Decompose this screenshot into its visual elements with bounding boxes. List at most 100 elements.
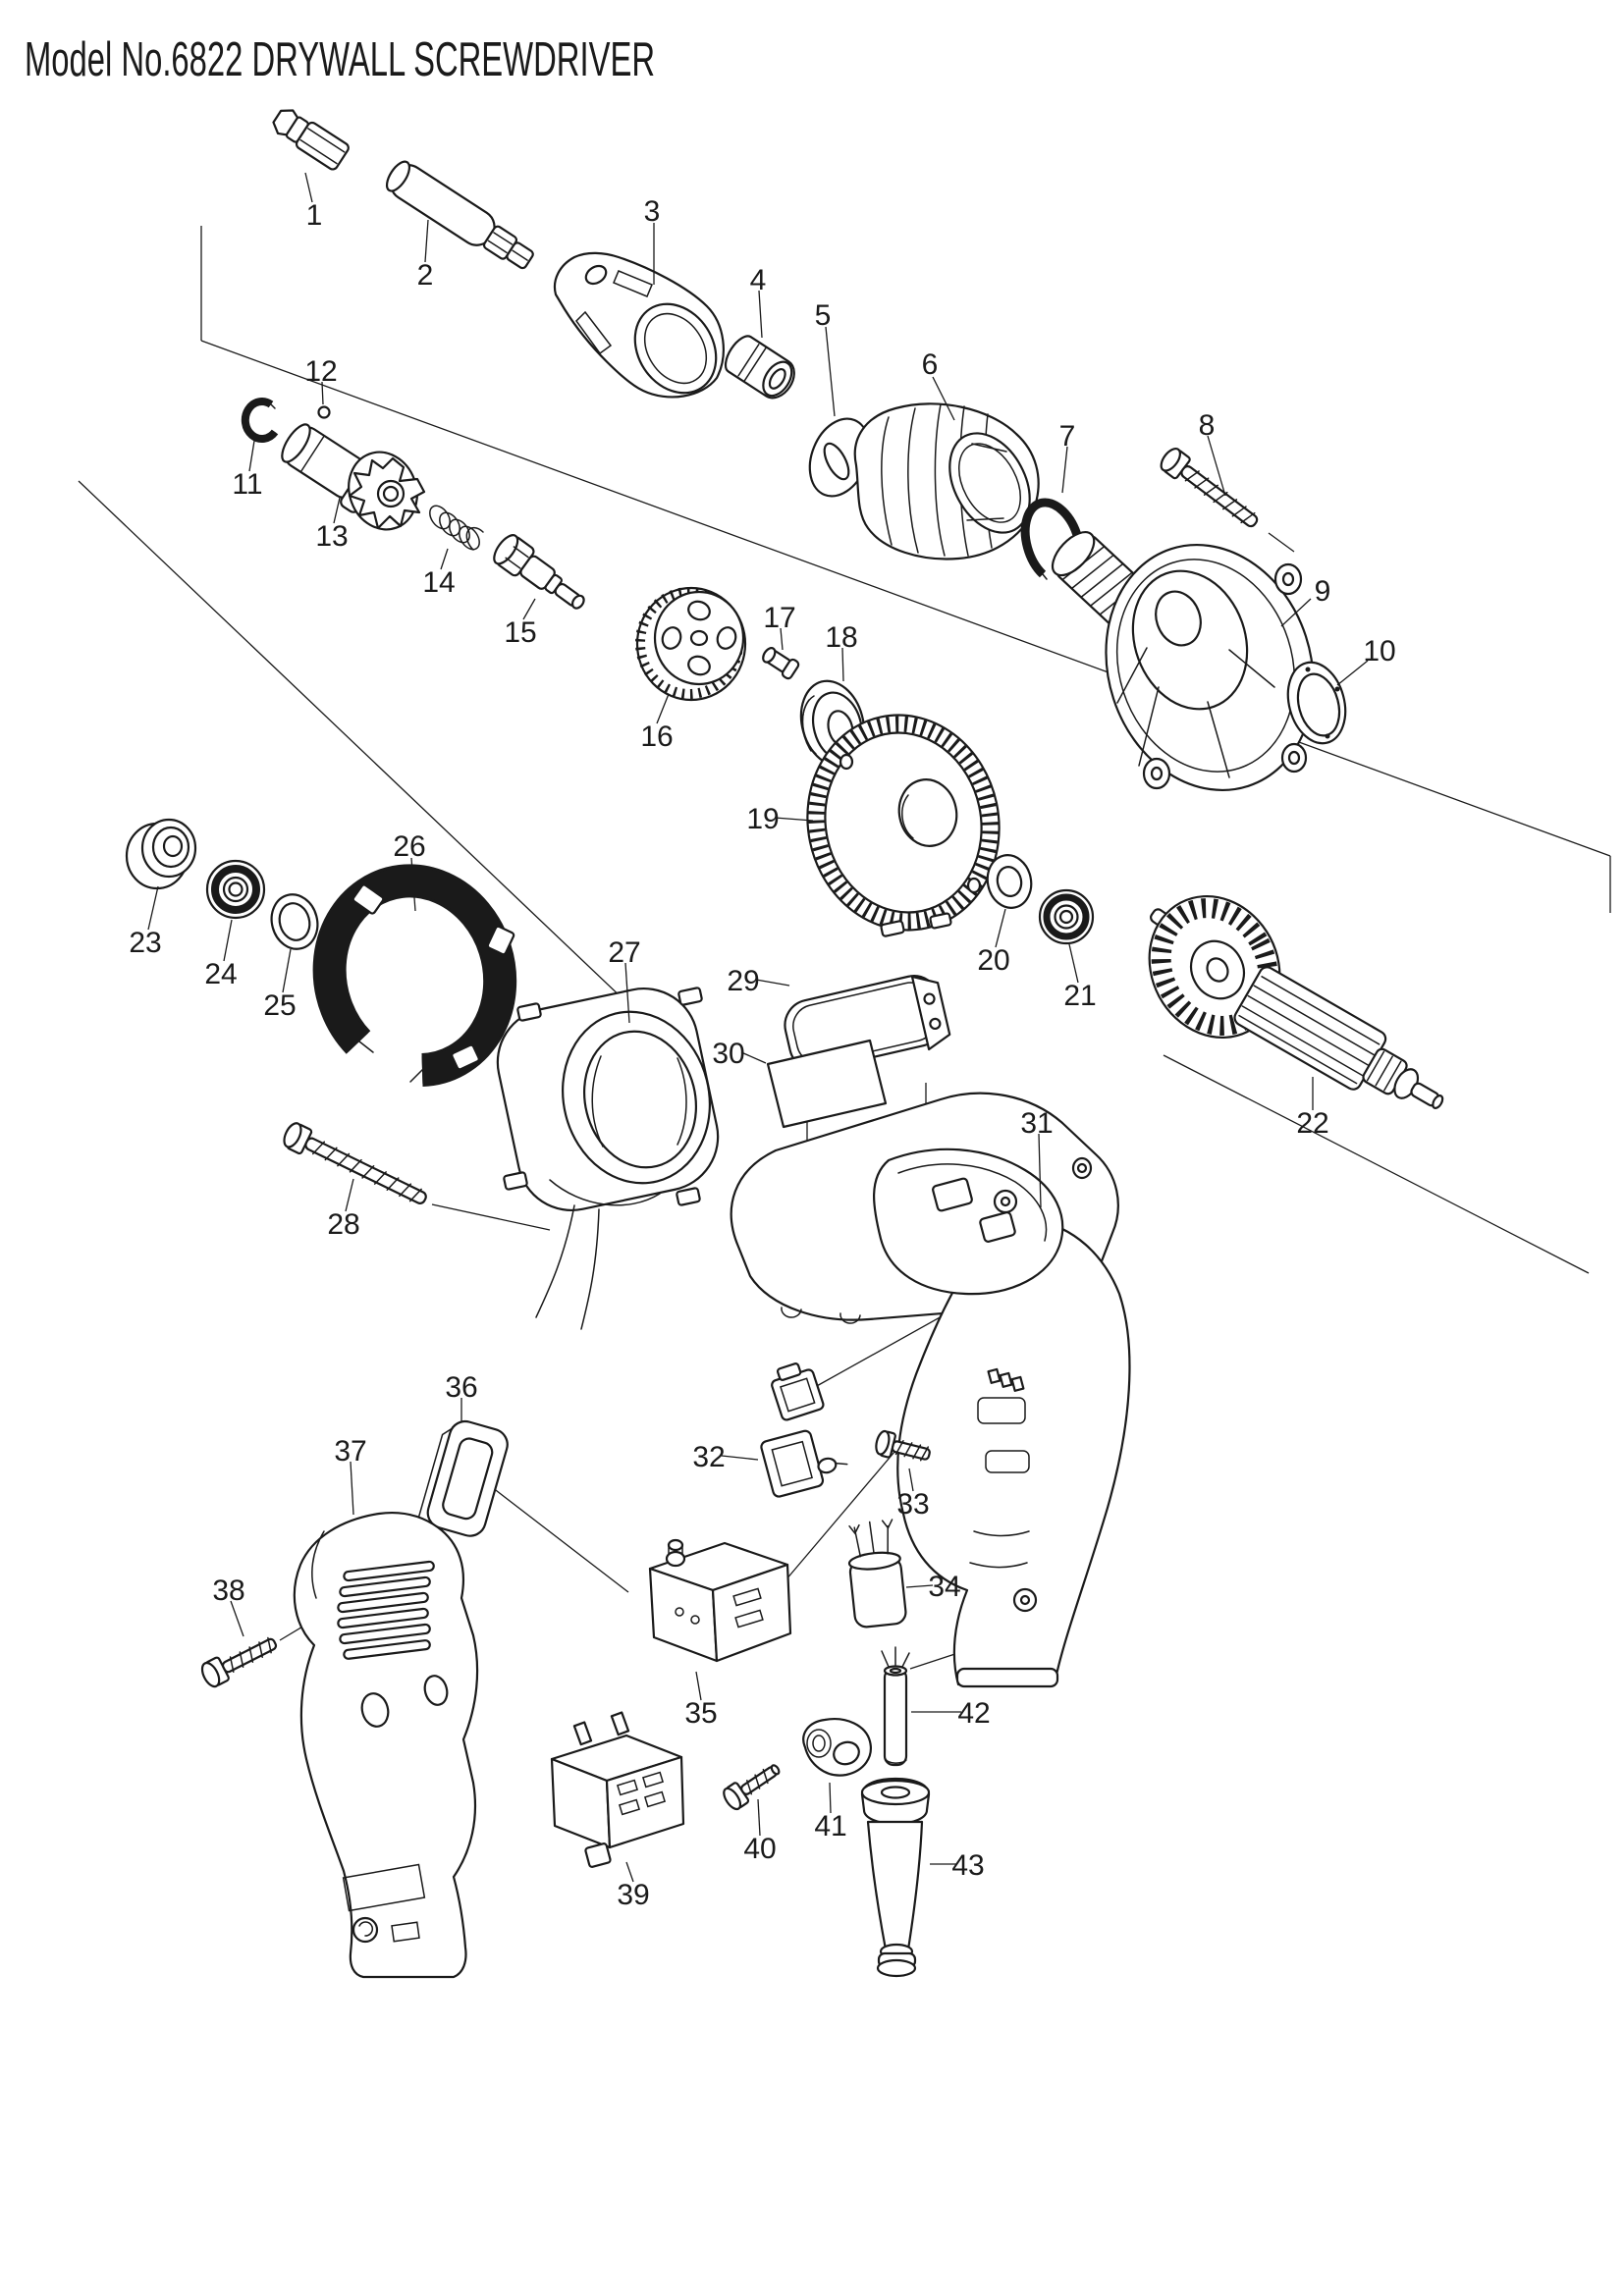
part-27-field-stator — [496, 987, 720, 1330]
part-label-37-handle-cover: 37 — [334, 1435, 366, 1468]
part-label-31-motor-housing: 31 — [1020, 1107, 1053, 1140]
leader-line-14 — [440, 548, 449, 570]
part-label-30-name-plate: 30 — [712, 1038, 744, 1070]
part-label-4-adjusting-sleeve: 4 — [750, 264, 767, 296]
leader-line-29 — [755, 979, 790, 987]
part-24-ball-bearing — [205, 859, 266, 920]
part-28-long-screw — [283, 1122, 427, 1204]
part-42-cord-sleeve — [881, 1646, 910, 1767]
leader-line-37 — [350, 1461, 354, 1516]
leader-line-28 — [345, 1178, 354, 1212]
leader-line-23 — [147, 885, 159, 931]
part-38-screw — [200, 1636, 278, 1688]
part-17-pin — [762, 647, 800, 680]
part-label-14-compression-spring: 14 — [422, 566, 455, 599]
part-39-terminal-block — [550, 1711, 685, 1868]
leader-line-2 — [424, 219, 429, 263]
leader-line-24 — [223, 919, 233, 962]
leader-line-11 — [248, 440, 255, 472]
leader-line-16 — [656, 693, 670, 724]
leader-line-19 — [774, 817, 814, 822]
part-35-switch — [648, 1538, 792, 1663]
leader-line-25 — [282, 948, 292, 993]
part-12-steel-ball — [317, 405, 331, 419]
part-label-41-cord-clamp: 41 — [814, 1810, 846, 1842]
part-19-fan-baffle — [806, 714, 1001, 937]
leader-line-35 — [695, 1671, 702, 1701]
page-title: Model No.6822 DRYWALL SCREWDRIVER — [25, 33, 655, 86]
part-label-6-clutch-housing-grip: 6 — [922, 348, 939, 381]
part-22-armature — [1148, 894, 1444, 1109]
part-label-39-terminal-block: 39 — [617, 1879, 649, 1911]
leader-line-5 — [825, 326, 836, 417]
leader-line-38 — [230, 1600, 244, 1637]
part-6-clutch-housing — [823, 402, 1040, 561]
part-label-23-flanged-bearing: 23 — [129, 927, 161, 959]
part-1-phillips-bit — [272, 109, 350, 171]
part-label-20-flat-washer: 20 — [977, 944, 1009, 977]
part-label-2-magnetic-bit-holder: 2 — [417, 259, 434, 292]
part-label-26-insulation-ring: 26 — [393, 830, 425, 863]
leader-line-31 — [1038, 1133, 1042, 1208]
part-label-42-cord-sleeve: 42 — [957, 1697, 990, 1730]
part-31-motor-housing — [730, 1092, 1131, 1688]
leader-line-18 — [841, 647, 844, 682]
part-label-8-tapping-screw: 8 — [1199, 409, 1216, 442]
leader-line-9 — [1280, 598, 1312, 627]
part-label-12-steel-ball: 12 — [304, 355, 337, 388]
part-3-locator-cone — [553, 251, 725, 399]
part-9-gear-housing — [1051, 531, 1315, 792]
part-30-name-plate — [766, 1039, 888, 1129]
part-label-19-fan-baffle-plate: 19 — [746, 803, 779, 835]
leader-line-34 — [905, 1584, 934, 1588]
part-10-retaining-ring — [1286, 661, 1347, 745]
part-label-17-pin: 17 — [763, 602, 795, 634]
part-label-38-screw-handle: 38 — [212, 1575, 244, 1607]
part-label-35-switch: 35 — [684, 1697, 717, 1730]
part-label-10-retaining-ring: 10 — [1363, 635, 1395, 667]
leader-line-7 — [1061, 446, 1068, 494]
part-label-40-screw-clamp: 40 — [743, 1833, 776, 1865]
part-label-33-screw: 33 — [896, 1488, 929, 1521]
part-15-drive-shaft — [493, 534, 585, 610]
part-label-13-spindle: 13 — [315, 520, 348, 553]
leader-line-6 — [932, 376, 955, 421]
part-label-27-field-stator: 27 — [608, 936, 640, 969]
part-label-36-belt-clip-frame: 36 — [445, 1371, 477, 1404]
part-label-22-armature: 22 — [1296, 1107, 1328, 1140]
part-label-3-locator-cone: 3 — [644, 195, 661, 228]
part-2-bit-holder — [385, 160, 534, 270]
part-label-34-capacitor: 34 — [928, 1571, 960, 1603]
leader-line-41 — [829, 1782, 832, 1814]
leader-line-27 — [624, 962, 630, 1024]
part-label-11-c-clip: 11 — [232, 468, 262, 501]
part-label-21-ball-bearing: 21 — [1063, 980, 1096, 1012]
part-23-flanged-bearing — [125, 818, 197, 890]
part-11-c-clip — [241, 398, 279, 443]
part-label-24-ball-bearing-front: 24 — [204, 958, 237, 990]
part-label-5-o-ring: 5 — [815, 299, 832, 332]
part-41-cord-clamp — [802, 1718, 872, 1777]
leader-line-40 — [757, 1798, 761, 1837]
part-40-screw — [723, 1764, 781, 1811]
part-20-flat-washer — [986, 854, 1033, 909]
part-36-belt-clip-frame — [416, 1419, 509, 1537]
leader-line-39 — [625, 1861, 634, 1883]
part-label-32-brush-holder: 32 — [692, 1441, 725, 1473]
part-label-15-drive-shaft: 15 — [504, 616, 536, 649]
leader-line-21 — [1068, 943, 1079, 984]
leader-line-20 — [995, 908, 1006, 948]
leader-line-33 — [908, 1468, 914, 1492]
part-37-handle-cover — [293, 1511, 479, 1979]
leader-line-15 — [522, 598, 536, 620]
part-label-9-gear-housing: 9 — [1315, 575, 1331, 608]
part-label-28-pan-head-screw-long: 28 — [327, 1208, 359, 1241]
part-label-18-bearing-retainer: 18 — [825, 621, 857, 654]
part-13-spindle — [281, 423, 426, 531]
part-16-gear — [635, 586, 747, 702]
leader-line-12 — [321, 381, 324, 405]
part-label-7-ring-spring: 7 — [1059, 420, 1076, 453]
